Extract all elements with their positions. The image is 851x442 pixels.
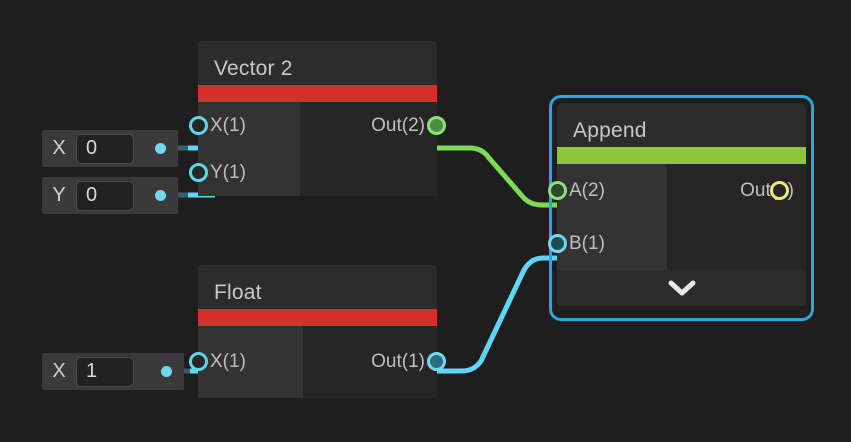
wire-float-out-to-append-b (421, 255, 578, 374)
port-label-b: B(1) (569, 232, 605, 254)
param-row-vector2-x[interactable]: X (42, 130, 178, 167)
node-float[interactable]: Float X(1) Out(1) (189, 265, 446, 398)
chevron-down-icon[interactable] (667, 279, 697, 297)
node-body-float: X(1) Out(1) (189, 326, 446, 398)
node-accent-bar-append (557, 147, 806, 164)
param-row-float-x[interactable]: X (42, 353, 184, 390)
node-append[interactable]: Append A(2) B(1) Out(3) (548, 103, 806, 306)
output-port-icon-out[interactable] (427, 116, 446, 135)
port-row-vector2-out[interactable]: Out(2) (300, 102, 446, 149)
param-connector-dot[interactable] (155, 143, 166, 154)
port-label-out: Out(1) (371, 351, 425, 372)
port-label-x: X(1) (210, 114, 246, 136)
node-collapse-footer-append[interactable] (557, 270, 806, 306)
node-outputs-append: Out(3) (667, 164, 806, 270)
node-accent-bar-vector2 (198, 85, 437, 102)
param-input-float-x[interactable] (76, 356, 134, 387)
node-title-float: Float (214, 281, 262, 304)
port-row-vector2-x[interactable]: X(1) (189, 102, 300, 149)
param-label-x: X (52, 137, 66, 159)
node-inputs-float: X(1) (189, 326, 303, 398)
port-row-vector2-y[interactable]: Y(1) (189, 149, 300, 196)
input-port-icon-x[interactable] (189, 116, 208, 135)
port-label-out: Out(2) (371, 114, 425, 136)
param-label-y: Y (52, 184, 66, 206)
param-input-vector2-y[interactable] (76, 180, 134, 211)
port-row-float-x[interactable]: X(1) (189, 326, 303, 398)
param-connector-dot[interactable] (161, 366, 172, 377)
input-port-icon-b[interactable] (548, 234, 567, 253)
param-input-vector2-x[interactable] (76, 133, 134, 164)
input-port-icon-a[interactable] (548, 181, 567, 200)
param-row-vector2-y[interactable]: Y (42, 177, 178, 214)
port-row-append-out[interactable]: Out(3) (667, 164, 806, 217)
input-port-icon-y[interactable] (189, 163, 208, 182)
node-body-append: A(2) B(1) Out(3) (548, 164, 806, 270)
port-row-append-a[interactable]: A(2) (548, 164, 667, 217)
node-outputs-float: Out(1) (303, 326, 446, 398)
port-label-x: X(1) (210, 351, 246, 372)
param-connector-dot[interactable] (155, 190, 166, 201)
input-port-icon-x[interactable] (189, 352, 208, 371)
port-label-a: A(2) (569, 179, 605, 201)
port-row-append-b[interactable]: B(1) (548, 217, 667, 270)
node-inputs-append: A(2) B(1) (548, 164, 667, 270)
param-label-x: X (52, 360, 66, 382)
port-label-y: Y(1) (210, 161, 246, 183)
node-title-vector2: Vector 2 (214, 57, 293, 80)
node-vector2[interactable]: Vector 2 X(1) Y(1) Out(2) (189, 41, 446, 196)
node-body-vector2: X(1) Y(1) Out(2) (189, 102, 446, 196)
node-inputs-vector2: X(1) Y(1) (189, 102, 300, 196)
node-title-append: Append (573, 119, 647, 142)
output-port-icon-out[interactable] (427, 352, 446, 371)
output-port-icon-out[interactable] (770, 181, 789, 200)
node-accent-bar-float (198, 309, 437, 326)
port-row-float-out[interactable]: Out(1) (303, 326, 446, 398)
node-outputs-vector2: Out(2) (300, 102, 446, 196)
